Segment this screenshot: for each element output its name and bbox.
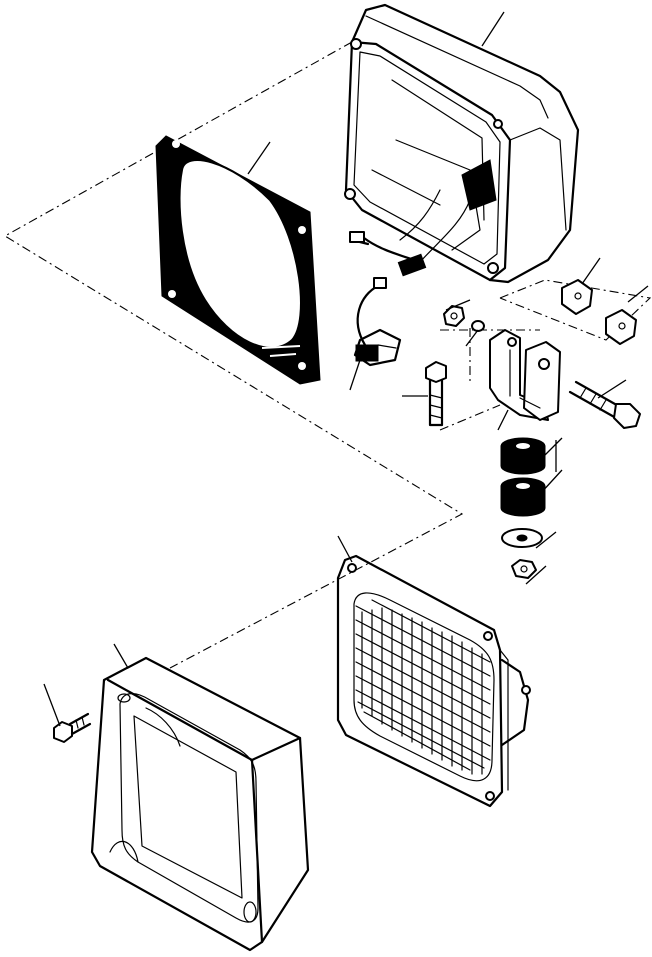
lens-grid (355, 599, 491, 775)
bulb-socket (353, 328, 402, 367)
bezel-trim-ring (90, 656, 310, 952)
mounting-bracket (489, 329, 561, 421)
wire-harness (349, 231, 427, 347)
leader-lines (43, 11, 649, 727)
bolt-short (425, 361, 447, 427)
flat-washer (501, 528, 543, 548)
lock-washer (471, 320, 485, 332)
headlamp-housing (344, 3, 580, 284)
screw (53, 712, 92, 743)
rubber-cushions (500, 437, 546, 517)
nut-small (443, 305, 465, 327)
bolt-long (568, 380, 641, 429)
assembly-centerlines (3, 41, 652, 669)
spacer-block-lower (605, 309, 637, 345)
hex-nut-bottom (511, 559, 537, 579)
sealed-beam-lamp (336, 554, 531, 808)
gasket (155, 135, 321, 385)
spacer-block-upper (561, 279, 593, 315)
